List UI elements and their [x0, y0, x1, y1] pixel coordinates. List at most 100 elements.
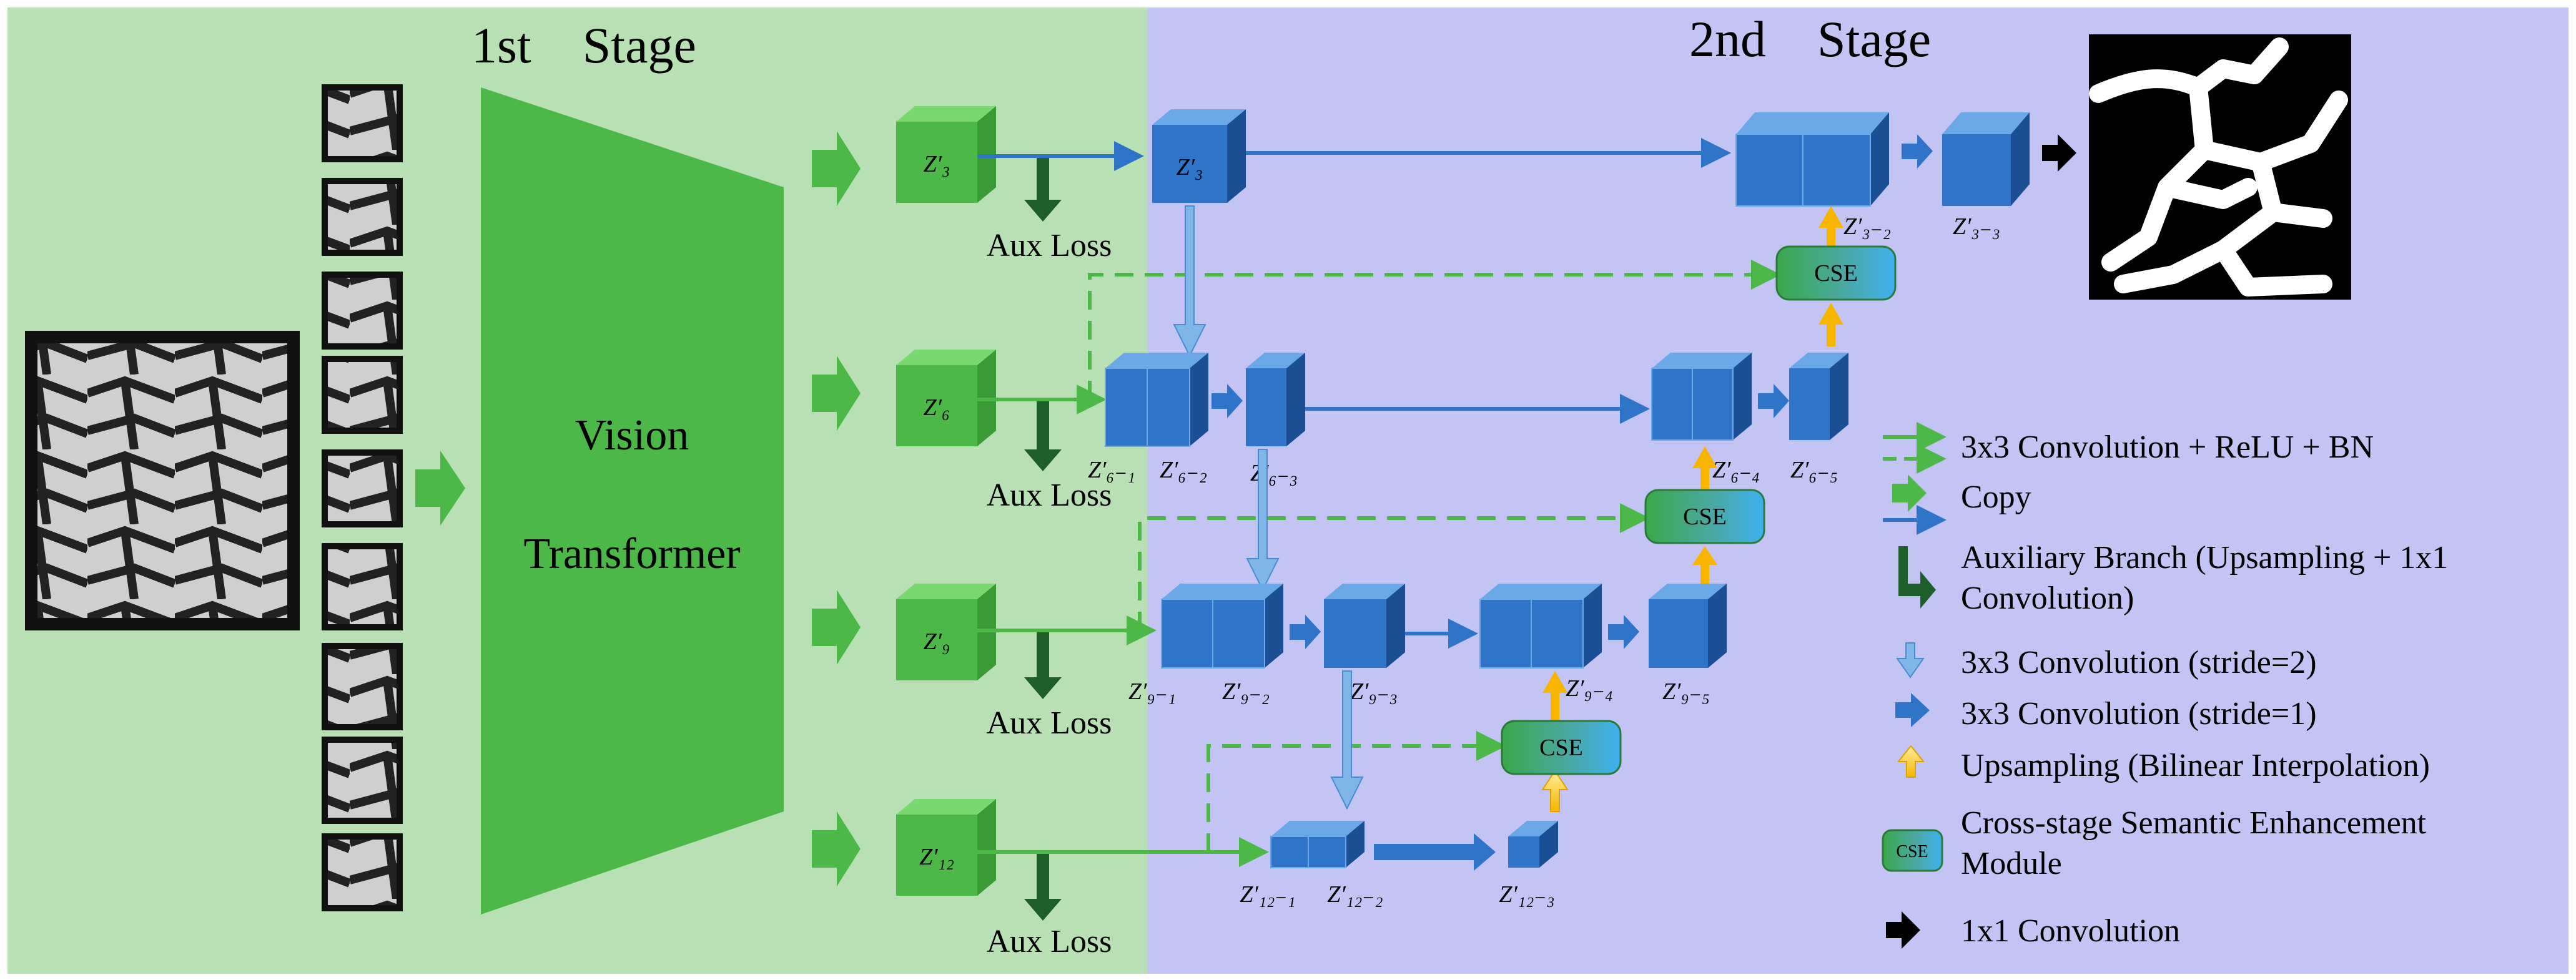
- z6-1-label: Z′₆₋₁: [1088, 457, 1135, 483]
- conv1x1-arrow-output: [2042, 134, 2076, 172]
- output-segmentation: [2089, 34, 2351, 300]
- stride1-arrow-z3-3: [1902, 134, 1933, 169]
- vit-label-line2: Transformer: [523, 530, 740, 578]
- legend-cse-icon: [1882, 829, 1943, 872]
- z9-4-label: Z′₉₋₄: [1566, 675, 1613, 702]
- z6-3-label: Z′₆₋₃: [1250, 460, 1298, 486]
- aux-loss-z9: Aux Loss: [987, 705, 1112, 741]
- z9-3-label: Z′₉₋₃: [1350, 679, 1398, 705]
- legend-conv1x1: 1x1 Convolution: [1961, 913, 2180, 949]
- z9-label: Z′₉: [924, 629, 950, 655]
- z6-5-label: Z′₆₋₅: [1790, 457, 1838, 483]
- z9-5-cube: [1649, 584, 1727, 668]
- cse-module-1: [1775, 245, 1897, 301]
- z9-4-cube: [1479, 584, 1602, 669]
- z6-label: Z′₆: [924, 394, 950, 421]
- copy-arrow-z12: [812, 811, 861, 886]
- z12-3-label: Z′₁₂₋₃: [1499, 881, 1554, 908]
- z12-cube: [896, 799, 996, 896]
- cse-label-3: CSE: [1539, 735, 1583, 761]
- legend-cse-line2: Module: [1961, 846, 2062, 881]
- legend-cse-line1: Cross-stage Semantic Enhancement: [1961, 805, 2427, 841]
- z9-2-label: Z′₉₋₂: [1222, 679, 1270, 705]
- z9-1-label: Z′₉₋₁: [1128, 679, 1176, 705]
- copy-arrow-z3: [812, 131, 861, 206]
- cse-module-3: [1501, 720, 1622, 775]
- copy-arrow-z6: [812, 356, 861, 431]
- upsample-arrow-cse1-z3-2: [1818, 206, 1843, 250]
- z12-label: Z′₁₂: [919, 844, 954, 870]
- cse-module-2: [1644, 489, 1765, 544]
- z6-3-cube: [1246, 353, 1305, 446]
- z3-2-label: Z′₃₋₂: [1843, 213, 1891, 240]
- patch-column: [322, 84, 403, 911]
- legend-aux-branch-icon: [1898, 546, 1936, 609]
- z3-3-label: Z′₃₋₃: [1953, 213, 2000, 240]
- aux-branch-z12: [1024, 852, 1062, 921]
- legend-copy-icon: [1892, 474, 1927, 512]
- legend-conv-s1: 3x3 Convolution (stride=1): [1961, 696, 2317, 732]
- stride1-arrow-z12: [1374, 833, 1496, 871]
- legend-copy: Copy: [1961, 479, 2031, 515]
- z6-4-cube: [1651, 353, 1752, 441]
- vision-transformer-block: [481, 87, 784, 914]
- dashed-line-to-cse2: [1138, 503, 1650, 630]
- z12-2-label: Z′₁₂₋₂: [1327, 881, 1383, 908]
- legend-aux-line2: Convolution): [1961, 581, 2134, 616]
- legend-upsampling: Upsampling (Bilinear Interpolation): [1961, 748, 2430, 783]
- z3-2-cube: [1735, 112, 1889, 207]
- aux-loss-z3: Aux Loss: [987, 228, 1112, 263]
- stride1-arrow-z9: [1290, 615, 1321, 649]
- aux-loss-z6: Aux Loss: [987, 478, 1112, 513]
- upsample-arrow-z9-5-cse2: [1692, 546, 1717, 584]
- copy-arrow-z9: [812, 590, 861, 665]
- vit-label-line1: Vision: [575, 411, 689, 459]
- legend: 3x3 Convolution + ReLU + BN Copy Auxilia…: [1882, 422, 2448, 949]
- cse-label-2: CSE: [1683, 504, 1727, 530]
- z3-cube: [896, 106, 996, 203]
- z3-label: Z′₃: [924, 151, 950, 177]
- legend-conv1x1-icon: [1886, 911, 1920, 949]
- z9-cube: [896, 584, 996, 680]
- z6-4-label: Z′₆₋₄: [1712, 457, 1760, 483]
- legend-conv-s2: 3x3 Convolution (stride=2): [1961, 645, 2317, 680]
- input-image: [25, 331, 300, 630]
- upsample-arrow-z6-5-cse1: [1818, 303, 1843, 346]
- stage1-title: 1st Stage: [471, 17, 696, 74]
- z3b-label: Z′₃: [1177, 154, 1203, 180]
- z12-3-cube: [1508, 821, 1558, 868]
- z6-cube: [896, 350, 996, 446]
- stride1-arrow-z6: [1212, 384, 1243, 418]
- z6-2-label: Z′₆₋₂: [1160, 457, 1207, 483]
- dashed-line-to-cse3: [1207, 731, 1506, 852]
- z9-1-2-cube: [1161, 584, 1283, 669]
- aux-branch-z6: [1024, 399, 1062, 471]
- z9-3-cube: [1324, 584, 1405, 668]
- z3b-cube: [1152, 109, 1246, 203]
- stride2-arrow-z6-z9: [1246, 449, 1280, 592]
- stride2-arrow-z9-z12: [1330, 670, 1364, 810]
- legend-stride1-icon: [1895, 693, 1930, 727]
- upsample-arrow-cse3-z9-4: [1542, 671, 1567, 721]
- aux-loss-z12: Aux Loss: [987, 924, 1112, 959]
- dashed-line-to-cse1: [1088, 260, 1781, 399]
- stride1-arrow-z9-5: [1608, 615, 1639, 649]
- stride2-arrow-z3b-z6: [1173, 205, 1207, 358]
- legend-upsampling-icon: [1897, 745, 1925, 778]
- z3-3-cube: [1942, 112, 2030, 206]
- upsample-arrow-cse2-z6-4: [1692, 446, 1717, 493]
- legend-stride2-icon: [1896, 642, 1925, 679]
- copy-arrow-input: [415, 451, 465, 526]
- stride1-arrow-z6-5: [1758, 384, 1789, 418]
- legend-aux-line1: Auxiliary Branch (Upsampling + 1x1: [1961, 540, 2448, 576]
- legend-cse-icon-label: CSE: [1896, 842, 1928, 861]
- aux-branch-z9: [1024, 630, 1062, 699]
- cse-label-1: CSE: [1814, 260, 1858, 287]
- z12-1-label: Z′₁₂₋₁: [1240, 881, 1295, 908]
- stage2-title: 2nd Stage: [1689, 11, 1931, 67]
- z6-5-cube: [1789, 353, 1848, 440]
- upsample-arrow-z12-cse3: [1541, 770, 1569, 812]
- legend-conv-relu-bn: 3x3 Convolution + ReLU + BN: [1961, 429, 2374, 465]
- z6-1-2-cube: [1105, 353, 1208, 447]
- z12-1-2-cube: [1270, 821, 1364, 868]
